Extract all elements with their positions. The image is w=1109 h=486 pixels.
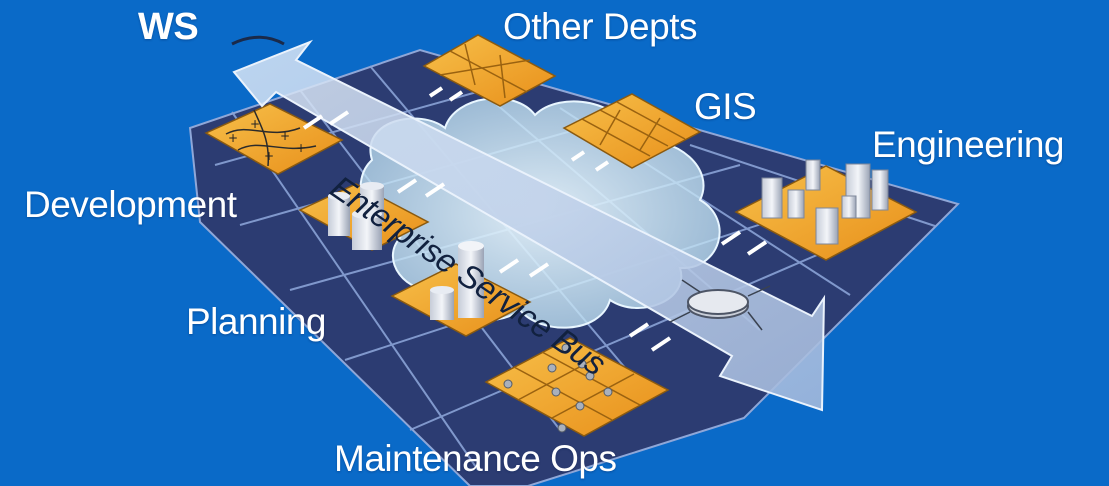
tile-gis — [562, 93, 702, 169]
router-icon — [669, 279, 771, 331]
svg-text:+: + — [228, 131, 238, 145]
maintenance-ops-label: Maintenance Ops — [334, 438, 617, 479]
tile-development: + + + + + — [204, 103, 344, 175]
gis-label: GIS — [694, 86, 757, 127]
database-icon — [328, 182, 384, 250]
tile-other-depts — [422, 34, 557, 107]
svg-text:+: + — [296, 141, 306, 155]
tile-engineering — [734, 159, 918, 261]
planning-label: Planning — [186, 301, 327, 342]
city-buildings-icon — [761, 159, 889, 245]
svg-text:+: + — [264, 149, 274, 163]
tile-planning-server — [390, 241, 532, 337]
svg-text:+: + — [250, 117, 260, 131]
ws-label: WS — [138, 6, 199, 48]
exchange-arrows — [302, 86, 768, 352]
other-depts-label: Other Depts — [503, 6, 697, 47]
tile-maintenance-ops — [484, 337, 670, 437]
tile-planning-databases — [298, 182, 430, 251]
engineering-label: Engineering — [872, 124, 1064, 165]
development-label: Development — [24, 184, 237, 225]
server-icon — [430, 241, 484, 320]
svg-text:+: + — [280, 129, 290, 143]
